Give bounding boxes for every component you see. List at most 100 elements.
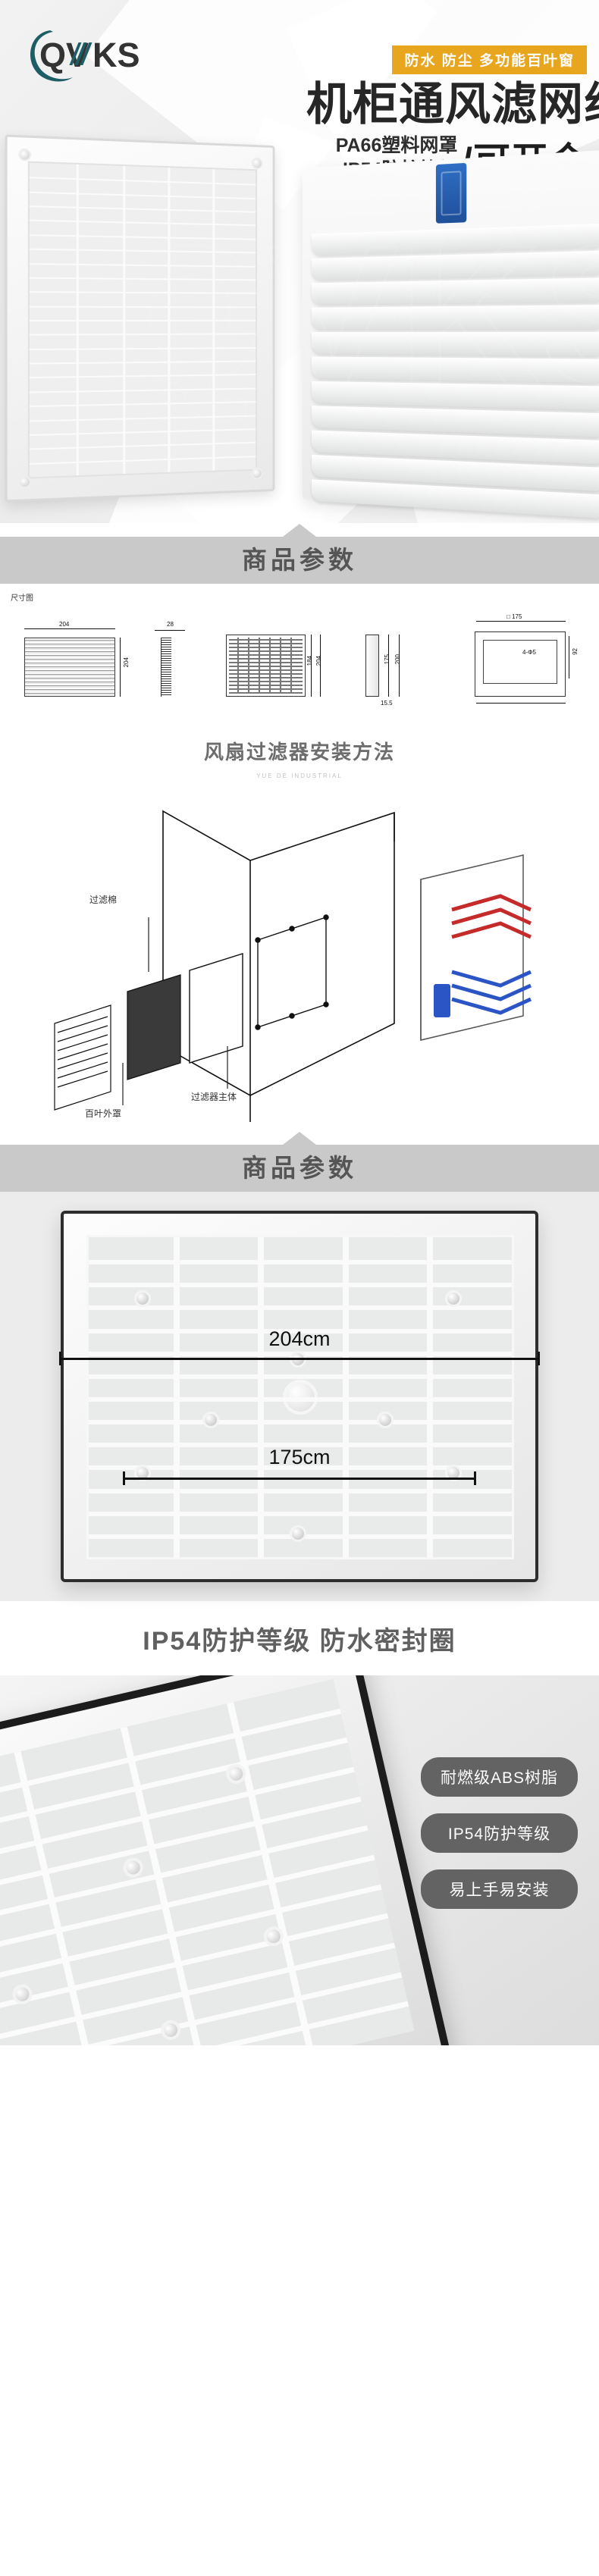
drawing-rib — [229, 688, 303, 690]
section-banner-specs-1: 商品参数 — [0, 524, 599, 584]
louver-cover — [302, 149, 599, 519]
feature-pill: IP54防护等级 — [420, 1813, 578, 1853]
drawing-rib — [269, 638, 271, 694]
mesh-rib — [29, 455, 256, 465]
louver-slat — [312, 277, 599, 305]
measure-inner-value: 175cm — [268, 1446, 331, 1468]
mesh-rib — [29, 387, 256, 393]
louver-slat — [312, 381, 599, 411]
mesh-rib — [29, 333, 256, 336]
louver-slat — [312, 356, 599, 384]
install-subtitle: YUE DE INDUSTRIAL — [256, 772, 343, 779]
filter-panel-front — [5, 134, 275, 503]
mesh-rib — [89, 1260, 512, 1265]
mesh-rib — [89, 1488, 512, 1493]
mesh-rib — [89, 1397, 512, 1402]
section-banner-specs-2: 商品参数 — [0, 1132, 599, 1192]
screw-icon — [251, 467, 263, 480]
dim-front-outer-h: 204 — [315, 656, 322, 666]
mesh-rib — [77, 164, 80, 476]
closeup-section: 耐燃级ABS树脂 IP54防护等级 易上手易安装 — [0, 1675, 599, 2045]
measure-dim-inner — [123, 1471, 476, 1485]
mesh-rib — [89, 1420, 512, 1425]
drawing-cutout: □ 175 4-Φ5 92 □ 184 — [475, 613, 588, 711]
measure-mesh — [86, 1235, 514, 1559]
drawing-rib — [229, 639, 303, 641]
mesh-rib — [29, 177, 256, 186]
drawing-rib — [229, 643, 303, 644]
drawing-rib — [290, 638, 292, 694]
install-label-louver-cover: 百叶外罩 — [85, 1108, 122, 1119]
drawing-front-louver: 204 204 — [11, 621, 130, 697]
banner-notch — [283, 1132, 316, 1145]
measure-dim-outer — [59, 1352, 540, 1365]
mesh-rib — [0, 1766, 355, 1871]
screw-icon — [158, 2018, 183, 2042]
mesh-rib — [0, 1972, 403, 2045]
feature-pill: 易上手易安装 — [420, 1869, 578, 1909]
brand-logo: QV KS — [23, 23, 155, 88]
mesh-rib — [29, 346, 256, 350]
install-section: 风扇过滤器安装方法 YUE DE INDUSTRIAL — [0, 705, 599, 1130]
mesh-rib — [0, 1738, 348, 1841]
ip-heading-text: IP54防护等级 防水密封圈 — [143, 1626, 456, 1656]
mesh-rib — [29, 277, 256, 281]
dim-front-inner-h: 184 — [306, 656, 313, 666]
install-label-filter-body: 过滤器主体 — [191, 1092, 237, 1102]
svg-text:KS: KS — [93, 36, 140, 74]
dim-holes: 4-Φ5 — [522, 649, 536, 656]
drawing-rib — [229, 681, 303, 682]
measure-section: 204cm 175cm — [0, 1192, 599, 1601]
blue-latch-clip — [435, 162, 467, 224]
measure-product-panel: 204cm 175cm — [59, 1211, 540, 1582]
spec-drawing-row: 204 204 28 184 20 — [11, 606, 588, 711]
screw-icon — [18, 148, 32, 161]
mesh-rib — [29, 262, 256, 268]
mesh-rib — [29, 191, 256, 199]
mesh-rib — [29, 306, 256, 308]
screw-icon — [377, 1412, 394, 1428]
mesh-rib — [258, 1237, 265, 1557]
spec-drawing-section: 尺寸图 204 204 28 — [0, 584, 599, 711]
drawing-rib — [229, 658, 303, 660]
mesh-rib — [0, 1708, 341, 1812]
drawing-rib — [280, 638, 281, 694]
mesh-rib — [89, 1465, 512, 1471]
mesh-rib — [29, 428, 256, 436]
screw-icon — [445, 1290, 462, 1307]
hero-title: 机柜通风滤网组 — [306, 79, 599, 130]
dim-side-outer-h: 200 — [394, 654, 401, 665]
dim-thickness: 15.5 — [381, 700, 393, 707]
screw-icon — [134, 1290, 151, 1307]
drawing-rib — [229, 650, 303, 652]
louver-slat — [312, 331, 599, 356]
install-title: 风扇过滤器安装方法 — [203, 741, 395, 763]
drawing-grille-front: 184 204 — [226, 635, 340, 697]
louver-slat — [312, 250, 599, 280]
dim-cutout-height: 92 — [572, 648, 579, 655]
mesh-rib — [29, 291, 256, 295]
mesh-rib — [29, 441, 256, 450]
mesh-rib — [89, 1283, 512, 1288]
mesh-rib — [29, 220, 256, 227]
dim-depth: 28 — [167, 621, 174, 628]
closeup-mesh — [0, 1678, 415, 2045]
louver-slat — [312, 223, 599, 256]
mesh-rib — [29, 248, 256, 254]
dim-height-outer: 204 — [123, 657, 130, 668]
mesh-rib — [89, 1305, 512, 1311]
drawing-rib — [229, 647, 303, 648]
hero-sub-line-1: PA66塑料网罩 — [335, 135, 458, 157]
drawing-rib — [229, 654, 303, 656]
screw-icon — [18, 475, 32, 489]
mesh-rib — [29, 319, 256, 322]
screw-icon — [121, 1855, 146, 1880]
mesh-rib — [89, 1328, 512, 1333]
mesh-rib — [29, 233, 256, 240]
mesh-rib — [168, 168, 171, 472]
screw-icon — [202, 1412, 219, 1428]
drawing-rib — [237, 638, 239, 694]
measure-width-value: 204cm — [268, 1327, 331, 1350]
